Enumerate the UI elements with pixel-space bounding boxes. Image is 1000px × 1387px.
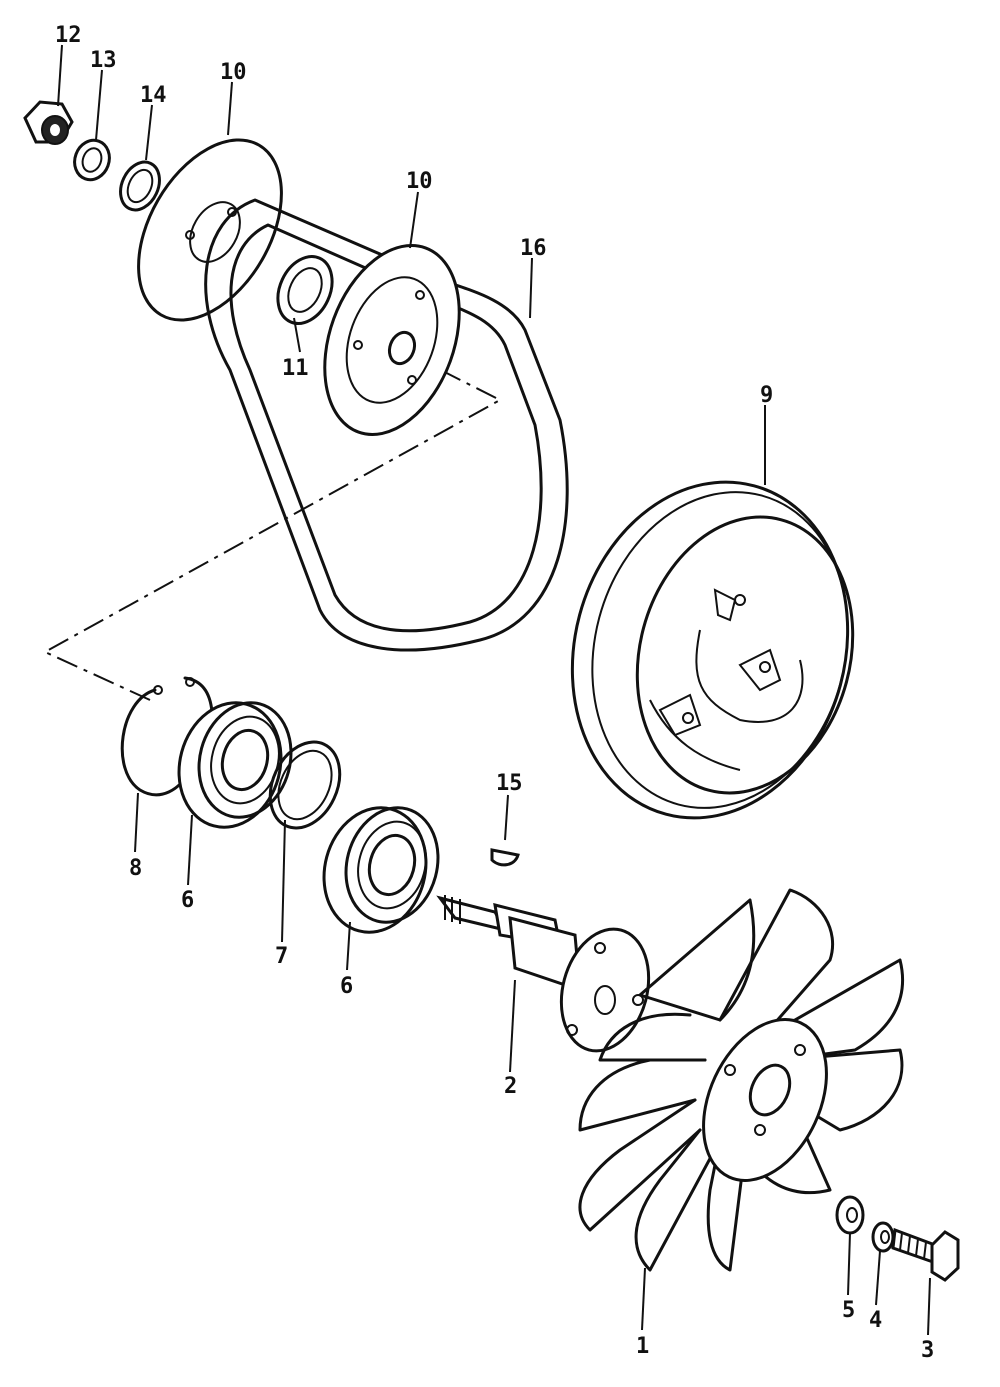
callout-10-rear: 10 [220,60,247,85]
part-8-snap-ring [120,676,214,797]
callout-labels: 12 13 14 10 10 16 11 9 15 8 6 7 6 2 1 5 … [55,23,934,1363]
part-10-pulley-half-rear [137,138,283,322]
callout-3: 3 [921,1338,934,1363]
leader-lines [57,44,931,1336]
part-1-cooling-fan [578,888,905,1272]
callout-12: 12 [55,23,82,48]
callout-11: 11 [282,356,309,381]
callout-6-right: 6 [340,974,353,999]
callout-7: 7 [275,944,288,969]
part-6-ball-bearing-left [177,701,293,829]
part-9-drive-pulley [570,480,855,820]
callout-6-left: 6 [181,888,194,913]
callout-13: 13 [90,48,117,73]
callout-14: 14 [140,83,167,108]
part-5-flat-washer [835,1195,865,1235]
callout-5: 5 [842,1298,855,1323]
part-3-hex-bolt [891,1227,960,1282]
part-16-v-belt [204,198,569,652]
part-2-shaft-flange [436,895,651,1053]
assembly-center-line [42,351,503,701]
part-10-pulley-half-front [323,244,461,436]
part-13-lock-washer [73,138,111,182]
part-14-washer [119,160,161,212]
part-12-hex-nut [23,100,74,145]
part-6-ball-bearing-right [322,806,440,934]
callout-15: 15 [496,771,523,796]
part-11-spacer-washer [276,255,334,325]
part-4-spring-washer [871,1221,895,1253]
callout-8: 8 [129,856,142,881]
callout-16: 16 [520,236,547,261]
callout-9: 9 [760,383,773,408]
callout-10-front: 10 [406,169,433,194]
part-15-woodruff-key [490,848,520,867]
callout-2: 2 [504,1074,517,1099]
part-7-spacer-ring [268,740,342,830]
callout-1: 1 [636,1334,649,1359]
callout-4: 4 [869,1308,882,1333]
